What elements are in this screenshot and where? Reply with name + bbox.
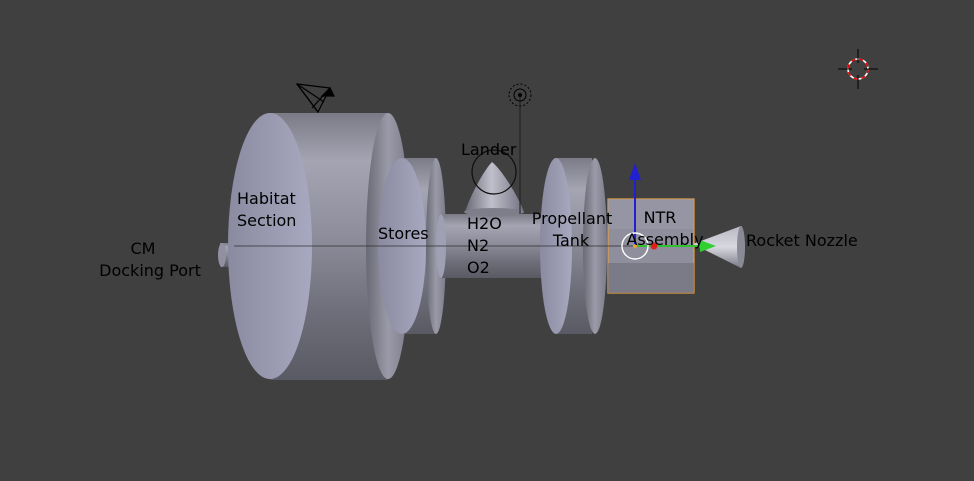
label-habitat-line2: Section [237, 211, 296, 230]
label-cm-line1: CM [131, 239, 156, 258]
label-cm-line2: Docking Port [99, 261, 201, 280]
label-h2o: H2O [467, 214, 502, 233]
3d-cursor-icon[interactable] [838, 49, 878, 89]
transform-gizmo-icon[interactable] [621, 163, 716, 260]
label-propellant-line1: Propellant [532, 209, 613, 228]
label-habitat-line1: Habitat [237, 189, 296, 208]
label-o2: O2 [467, 258, 490, 277]
label-propellant-line2: Tank [552, 231, 590, 250]
label-stores: Stores [378, 224, 429, 243]
lamp-icon[interactable] [508, 83, 532, 214]
label-ntr-line1: NTR [644, 208, 677, 227]
label-n2: N2 [467, 236, 489, 255]
label-ntr-line2: Assembly [626, 230, 703, 249]
label-rocket-nozzle: Rocket Nozzle [746, 231, 858, 250]
lander-mesh[interactable] [464, 149, 524, 216]
camera-icon[interactable] [295, 83, 335, 114]
rocket-nozzle-mesh[interactable] [693, 226, 745, 268]
label-lander: Lander [461, 140, 517, 159]
